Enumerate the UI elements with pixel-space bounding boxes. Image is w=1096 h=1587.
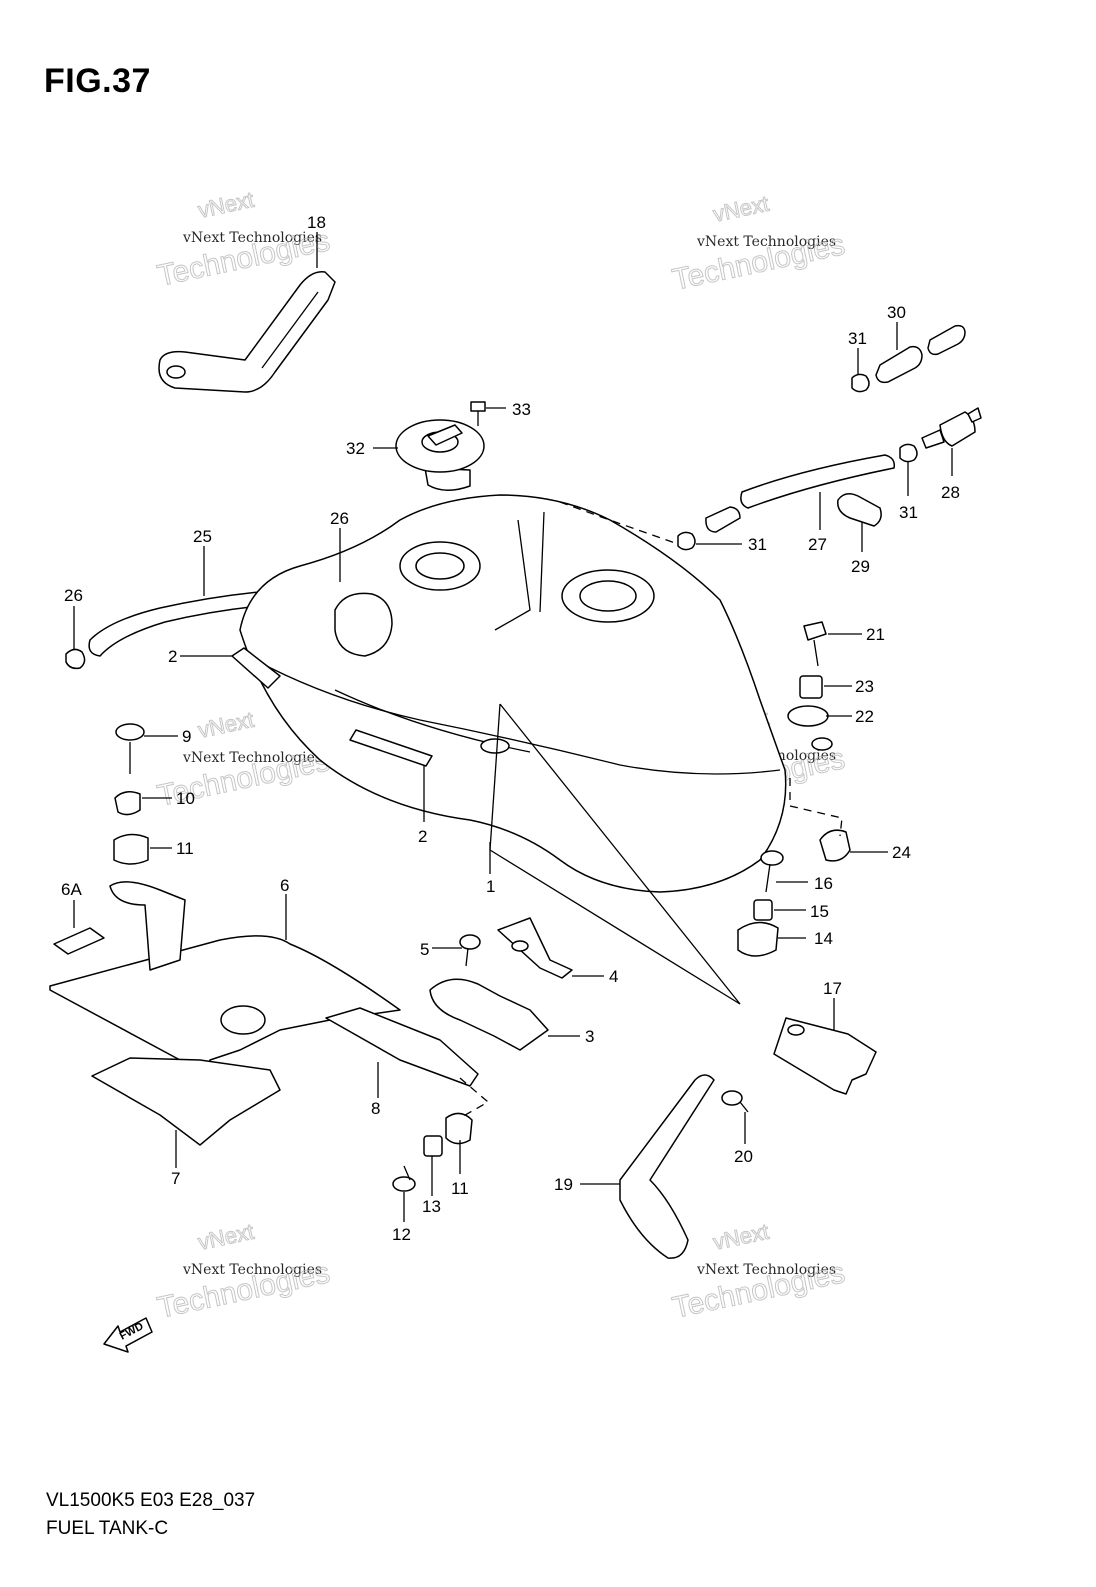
label-6A: [53, 927, 105, 955]
callout-11: 11: [176, 839, 194, 858]
model-code: VL1500K5 E03 E28_037: [46, 1490, 256, 1511]
clip-31-right: [899, 443, 918, 463]
callout-7: 7: [171, 1169, 180, 1188]
callout-3: 3: [585, 1027, 594, 1046]
hose-30: [875, 324, 966, 384]
callout-6A: 6A: [61, 880, 82, 899]
callout-26: 26: [330, 509, 349, 528]
callout-23: 23: [855, 677, 874, 696]
watermark-text-top: vNext: [196, 1219, 256, 1255]
cushion-14: [737, 921, 779, 957]
callout-5: 5: [420, 940, 429, 959]
fuel-cap-32: [395, 419, 485, 491]
pad-2-front: [349, 729, 433, 767]
callout-2: 2: [168, 647, 177, 666]
cushion-11-bottom: [445, 1112, 473, 1145]
fuel-tank-1: [239, 494, 833, 893]
watermark-text-main: vNext Technologies: [182, 1262, 322, 1278]
callout-22: 22: [855, 707, 874, 726]
watermark-text-top: vNext: [711, 1219, 771, 1255]
bracket-19: [619, 1074, 715, 1259]
clamp-29: [837, 493, 882, 527]
watermark-text-top: vNext: [196, 707, 256, 743]
clip-26-left: [65, 648, 86, 670]
callout-14: 14: [814, 929, 833, 948]
bolt-5: [459, 934, 481, 967]
callout-4: 4: [609, 967, 618, 986]
hose-27: [705, 454, 896, 533]
collar-10: [114, 791, 141, 816]
figure-title: FIG.37: [44, 62, 151, 100]
callout-31: 31: [899, 503, 918, 522]
watermark-top-right: vNext vNext Technologies Technologies: [669, 190, 848, 297]
cover-8: [325, 1007, 479, 1087]
bolt-9: [115, 723, 145, 774]
leader-lines: [73, 232, 953, 1222]
plate-17: [773, 1017, 877, 1095]
callout-16: 16: [814, 874, 833, 893]
callout-21: 21: [866, 625, 885, 644]
callout-27: 27: [808, 535, 827, 554]
cushion-22: [787, 705, 829, 727]
watermark-bottom-left: vNext vNext Technologies Technologies: [154, 1218, 333, 1325]
watermark-text-main: vNext Technologies: [696, 234, 836, 250]
callout-32: 32: [346, 439, 365, 458]
pad-2-left: [231, 647, 281, 689]
grommet-24: [819, 829, 851, 862]
bolt-16: [760, 850, 784, 893]
plate-7: [91, 1057, 281, 1146]
callout-labels: 18 30 31 33 32 28 31 26 25 31 27 29 26 2…: [61, 213, 960, 1244]
callout-10: 10: [176, 789, 195, 808]
watermark-text-main: vNext Technologies: [182, 230, 322, 246]
collar-13: [423, 1135, 443, 1157]
callout-24: 24: [892, 843, 911, 862]
callout-25: 25: [193, 527, 212, 546]
callout-15: 15: [810, 902, 829, 921]
callout-8: 8: [371, 1099, 380, 1118]
callout-6: 6: [280, 876, 289, 895]
callout-9: 9: [182, 727, 191, 746]
bolt-12: [392, 1165, 416, 1192]
callout-11: 11: [451, 1179, 469, 1198]
callout-13: 13: [422, 1197, 441, 1216]
callout-19: 19: [554, 1175, 573, 1194]
collar-23: [799, 675, 823, 699]
callout-2: 2: [418, 827, 427, 846]
callout-31: 31: [848, 329, 867, 348]
bracket-4: [497, 917, 573, 979]
bracket-18: [158, 271, 336, 393]
watermark-text-main: vNext Technologies: [696, 1262, 836, 1278]
bolt-33: [470, 401, 506, 426]
callout-26: 26: [64, 586, 83, 605]
callout-17: 17: [823, 979, 842, 998]
callout-1: 1: [486, 877, 495, 896]
section-name: FUEL TANK-C: [46, 1518, 169, 1539]
fwd-arrow-icon: FWD: [103, 1317, 153, 1353]
heat-shield-6: [49, 881, 401, 1091]
callout-12: 12: [392, 1225, 411, 1244]
callout-31: 31: [748, 535, 767, 554]
callout-33: 33: [512, 400, 531, 419]
callout-28: 28: [941, 483, 960, 502]
collar-15: [753, 899, 773, 921]
clip-31-mid: [677, 531, 696, 551]
bolt-20: [721, 1090, 749, 1113]
diagram-footer: VL1500K5 E03 E28_037 FUEL TANK-C: [46, 1487, 255, 1543]
cushion-11-top: [113, 833, 149, 865]
watermark-text-top: vNext: [711, 191, 771, 227]
callout-29: 29: [851, 557, 870, 576]
callout-30: 30: [887, 303, 906, 322]
watermark-bottom-right: vNext vNext Technologies Technologies: [669, 1218, 848, 1325]
callout-20: 20: [734, 1147, 753, 1166]
clip-31-top: [851, 373, 870, 393]
callout-18: 18: [307, 213, 326, 232]
bolt-21: [803, 621, 827, 667]
filter-28: [921, 407, 982, 449]
watermark-text-main: vNext Technologies: [182, 750, 322, 766]
watermark-top-left: vNext vNext Technologies Technologies: [154, 186, 333, 293]
watermark-text-top: vNext: [196, 187, 256, 223]
cover-3: [429, 978, 549, 1051]
